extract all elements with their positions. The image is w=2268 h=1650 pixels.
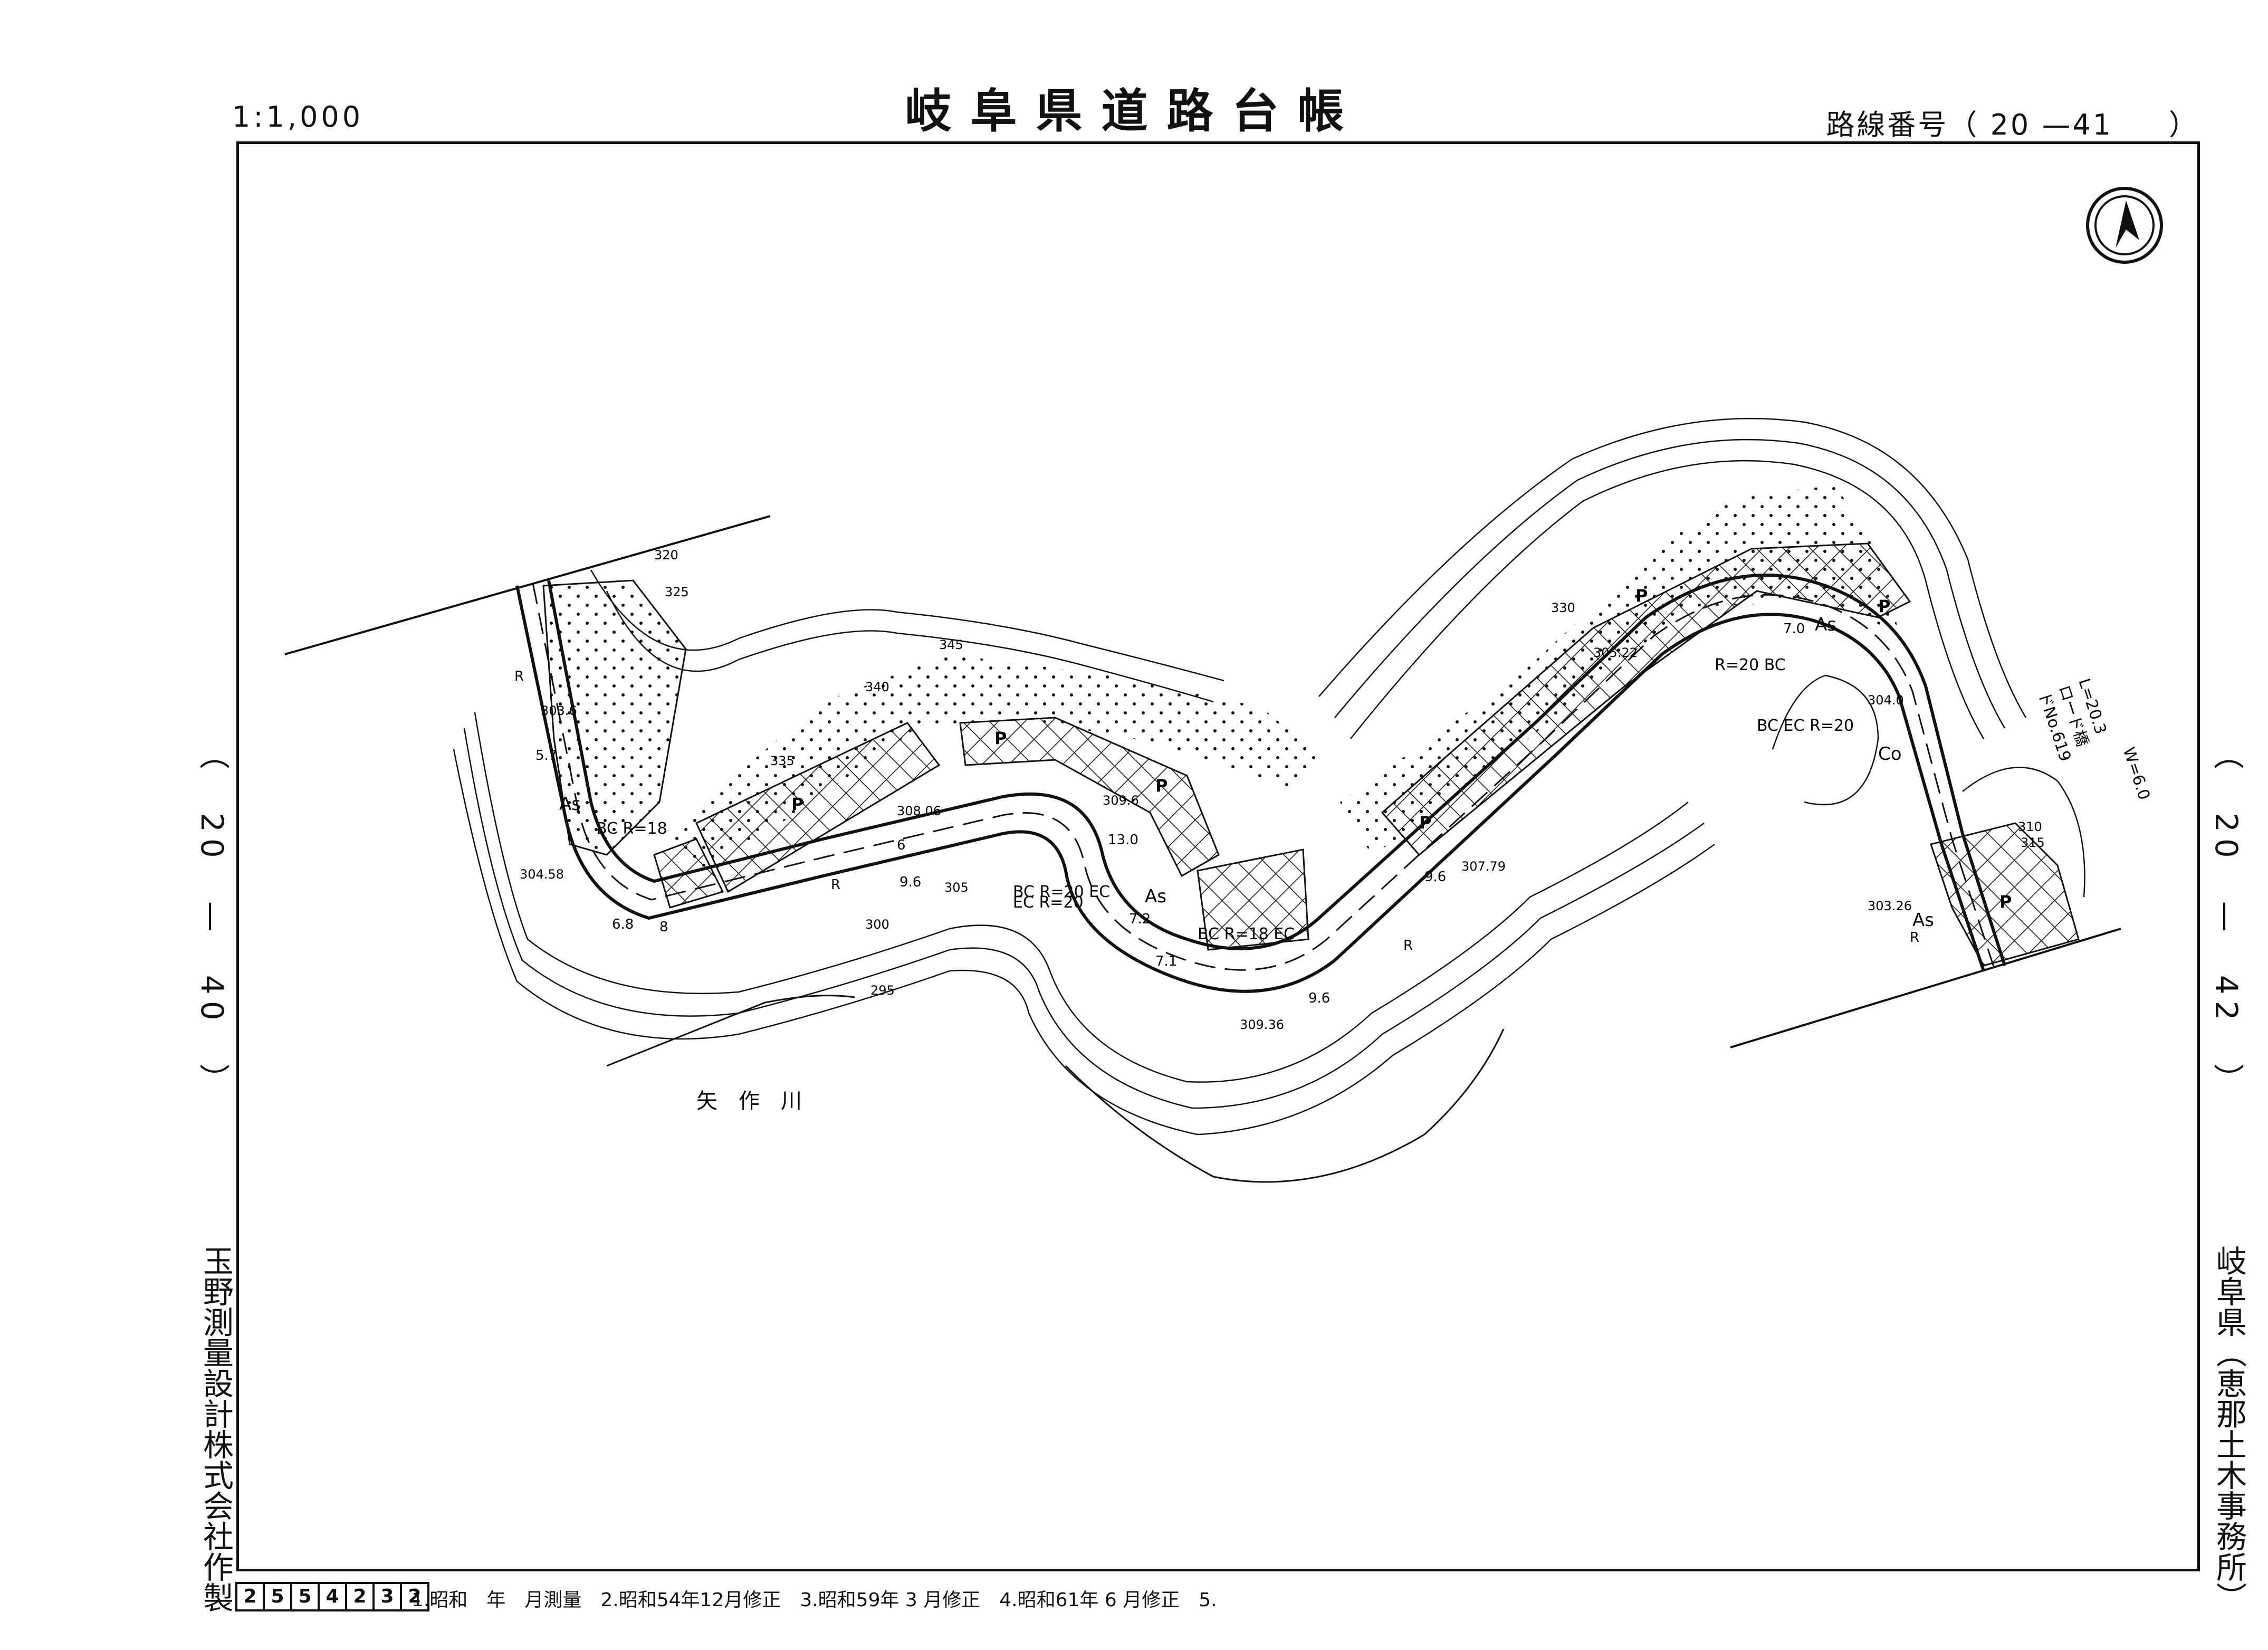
contour-label: 340 xyxy=(865,680,889,694)
route-number: 路線番号（ 20 —41 ） xyxy=(1826,101,2199,143)
width-value: 7.2 xyxy=(1129,911,1151,927)
bridge-width: W=6.0 xyxy=(2119,745,2154,802)
sheet-boundary-left xyxy=(284,515,771,655)
road-mark: R xyxy=(514,669,524,684)
road-mark: R xyxy=(1910,930,1919,946)
elevation: 304.58 xyxy=(520,867,564,882)
width-value: 13.0 xyxy=(1108,832,1138,848)
width-value: 5.7 xyxy=(535,748,557,764)
paving-label: P xyxy=(791,794,803,814)
paving-label: P xyxy=(1155,776,1168,796)
contour-label: 300 xyxy=(865,917,889,932)
curve-annotations: BC R=18 BC R=20 EC EC R=20 BC R=18 EC R=… xyxy=(596,656,1854,943)
contour-label: 330 xyxy=(1551,600,1575,615)
route-close: ） xyxy=(2169,108,2199,141)
contour-label: 305 xyxy=(944,880,969,895)
surface-label: As xyxy=(559,794,581,815)
curve-label: EC R=20 xyxy=(1013,893,1084,912)
road-marks: R R R R xyxy=(514,669,1919,953)
contour-lines xyxy=(453,417,2085,1136)
north-arrow-icon xyxy=(2086,187,2163,264)
slope-area xyxy=(665,654,1319,871)
prefectural-road[interactable] xyxy=(515,574,2006,993)
surface-labels: As As As As Co xyxy=(559,614,1934,931)
contour-label: 310 xyxy=(2018,819,2042,834)
width-value: 7.1 xyxy=(1155,953,1177,969)
sheet-code-digit: 2 xyxy=(235,1582,265,1611)
slope-area xyxy=(542,579,687,856)
curve-label: BC R=20 EC xyxy=(1013,883,1110,901)
curve-label: BC R=18 xyxy=(596,819,667,838)
contour-label: 335 xyxy=(770,754,795,768)
elevation: 305.22 xyxy=(1593,645,1638,660)
surface-label: As xyxy=(1145,886,1166,907)
elevation: 308.06 xyxy=(897,804,941,818)
elevation: 309.6 xyxy=(1103,793,1139,808)
paved-area xyxy=(959,717,1220,878)
contour-label: 325 xyxy=(665,585,689,599)
paving-label: P xyxy=(1419,813,1431,833)
paved-area xyxy=(1930,822,2080,967)
width-value: 9.6 xyxy=(899,874,921,890)
river-name: 矢 作 川 xyxy=(696,1089,802,1113)
surface-label: As xyxy=(1912,910,1934,931)
elevation: 309.36 xyxy=(1240,1017,1284,1032)
elevation: 307.79 xyxy=(1461,859,1506,874)
curve-label: BC R=18 EC xyxy=(1198,925,1295,943)
map-frame xyxy=(236,141,2200,1571)
width-value: 8 xyxy=(659,919,668,935)
width-dimensions: 5.7 8 6.8 6 9.6 13.0 7.2 7.1 9.6 9.6 7.0 xyxy=(535,621,1805,1006)
road-mark: R xyxy=(831,877,840,893)
map-scale: 1:1,000 xyxy=(232,100,364,133)
surveyor-credit: 玉野測量設計株式会社作製 xyxy=(198,1245,234,1613)
revision-history: 1.昭和 年 月測量 2.昭和54年12月修正 3.昭和59年 3 月修正 4.… xyxy=(412,1589,1217,1611)
width-value: 9.6 xyxy=(1424,869,1446,885)
elevation: 304.0 xyxy=(1868,693,1904,708)
paving-label: P xyxy=(1999,892,2012,912)
paved-area xyxy=(1197,848,1309,951)
contour-label: 320 xyxy=(654,548,678,562)
office-credit: 岐阜県（恵那土木事務所） xyxy=(2211,1245,2247,1613)
width-value: 9.6 xyxy=(1308,990,1330,1006)
elevation: 303.26 xyxy=(1868,899,1912,913)
riverbank-cliff xyxy=(606,995,1505,1183)
page-title: 岐阜県道路台帳 xyxy=(905,84,1363,138)
sheet-boundary-right xyxy=(1730,928,2121,1048)
route-number-value: 20 xyxy=(1990,108,2031,141)
road-mark: R xyxy=(1403,938,1413,953)
paving-labels: P P P P P P P xyxy=(791,586,2012,912)
spot-elevations: 304.58 303.6 308.06 309.6 309.36 307.79 … xyxy=(520,645,1912,1032)
paved-area xyxy=(695,722,941,893)
route-sheet-value: —41 xyxy=(2042,108,2113,141)
contour-label: 345 xyxy=(939,637,963,652)
adjacent-sheet-right[interactable]: （ 20 — 42 ） xyxy=(2208,739,2244,1101)
contour-labels: 295 300 305 310 315 320 325 330 335 340 … xyxy=(654,548,2045,998)
contour-label: 315 xyxy=(2021,835,2045,850)
width-value: 6.8 xyxy=(612,917,634,932)
paving-label: P xyxy=(1878,596,1890,616)
bridge-label: L=20.3 ロード橋 ドNo.619 W=6.0 xyxy=(2034,676,2154,803)
sheet-code-digit: 2 xyxy=(400,1582,429,1611)
route-label: 路線番号（ xyxy=(1826,108,1979,141)
adjacent-sheet-left[interactable]: （ 20 — 40 ） xyxy=(194,739,230,1101)
width-value: 6 xyxy=(897,837,906,853)
contour-label: 295 xyxy=(870,983,895,998)
paving-label: P xyxy=(1635,586,1648,606)
surface-label: Co xyxy=(1878,743,1902,765)
width-value: 7.0 xyxy=(1783,621,1805,637)
sheet-code: 2 5 5 4 2 3 2 xyxy=(235,1582,429,1611)
elevation: 303.6 xyxy=(541,703,577,718)
paving-label: P xyxy=(994,728,1007,748)
paved-area xyxy=(1381,542,1911,856)
curve-label: BC EC R=20 xyxy=(1757,717,1854,735)
surface-label: As xyxy=(1815,614,1836,635)
curve-label: R=20 BC xyxy=(1715,656,1786,674)
